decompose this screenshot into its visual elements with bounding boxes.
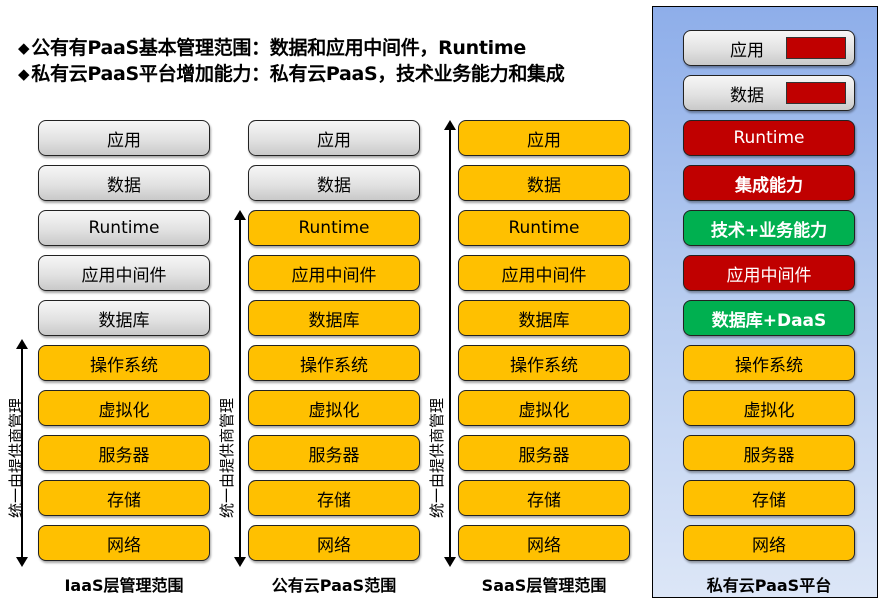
layer-runtime: Runtime — [683, 120, 855, 156]
layer-data: 数据 — [458, 165, 630, 201]
layer-label: 数据 — [730, 85, 764, 106]
column-title: IaaS层管理范围 — [64, 576, 184, 595]
headline-text: 私有云PaaS平台增加能力：私有云PaaS，技术业务能力和集成 — [31, 63, 565, 85]
headline-private-paas: ◆私有云PaaS平台增加能力：私有云PaaS，技术业务能力和集成 — [18, 59, 565, 86]
layer-server: 服务器 — [248, 435, 420, 471]
headline-public-paas: ◆公有有PaaS基本管理范围：数据和应用中间件，Runtime — [18, 33, 526, 60]
double-arrow-icon — [234, 210, 246, 567]
layer-network: 网络 — [248, 525, 420, 561]
column-title: 公有云PaaS范围 — [271, 576, 397, 595]
provider-managed-label: 统一由提供商管理 — [428, 397, 446, 518]
layer-virtualization: 虚拟化 — [683, 390, 855, 426]
layer-database: 数据库 — [248, 300, 420, 336]
layer-storage: 存储 — [38, 480, 210, 516]
layer-virtualization: 虚拟化 — [38, 390, 210, 426]
layer-virtualization: 虚拟化 — [248, 390, 420, 426]
diamond-bullet-icon: ◆ — [18, 39, 30, 57]
layer-server: 服务器 — [458, 435, 630, 471]
layer-server: 服务器 — [38, 435, 210, 471]
layer-app: 应用 — [248, 120, 420, 156]
layer-database-daas: 数据库+DaaS — [683, 300, 855, 336]
layer-data: 数据 — [683, 75, 855, 111]
red-swatch-icon — [786, 37, 846, 59]
red-swatch-icon — [786, 82, 846, 104]
layer-data: 数据 — [38, 165, 210, 201]
provider-managed-label: 统一由提供商管理 — [218, 397, 236, 518]
column-title: 私有云PaaS平台 — [706, 576, 832, 595]
layer-network: 网络 — [38, 525, 210, 561]
layer-os: 操作系统 — [248, 345, 420, 381]
layer-middleware: 应用中间件 — [248, 255, 420, 291]
provider-managed-label: 统一由提供商管理 — [7, 397, 25, 518]
layer-integration: 集成能力 — [683, 165, 855, 201]
layer-database: 数据库 — [458, 300, 630, 336]
layer-runtime: Runtime — [458, 210, 630, 246]
column-title: SaaS层管理范围 — [481, 576, 607, 595]
layer-server: 服务器 — [683, 435, 855, 471]
layer-app: 应用 — [38, 120, 210, 156]
layer-label: 应用 — [730, 40, 764, 61]
layer-runtime: Runtime — [248, 210, 420, 246]
layer-storage: 存储 — [248, 480, 420, 516]
headline-text: 公有有PaaS基本管理范围：数据和应用中间件，Runtime — [31, 37, 526, 59]
layer-os: 操作系统 — [683, 345, 855, 381]
layer-runtime: Runtime — [38, 210, 210, 246]
layer-tech-business: 技术+业务能力 — [683, 210, 855, 246]
layer-app: 应用 — [683, 30, 855, 66]
layer-network: 网络 — [683, 525, 855, 561]
layer-virtualization: 虚拟化 — [458, 390, 630, 426]
layer-middleware: 应用中间件 — [458, 255, 630, 291]
layer-storage: 存储 — [458, 480, 630, 516]
layer-middleware: 应用中间件 — [683, 255, 855, 291]
layer-app: 应用 — [458, 120, 630, 156]
layer-middleware: 应用中间件 — [38, 255, 210, 291]
layer-storage: 存储 — [683, 480, 855, 516]
double-arrow-icon — [444, 120, 456, 567]
layer-database: 数据库 — [38, 300, 210, 336]
layer-os: 操作系统 — [38, 345, 210, 381]
layer-network: 网络 — [458, 525, 630, 561]
diamond-bullet-icon: ◆ — [18, 65, 30, 83]
double-arrow-icon — [16, 339, 28, 567]
layer-os: 操作系统 — [458, 345, 630, 381]
layer-data: 数据 — [248, 165, 420, 201]
